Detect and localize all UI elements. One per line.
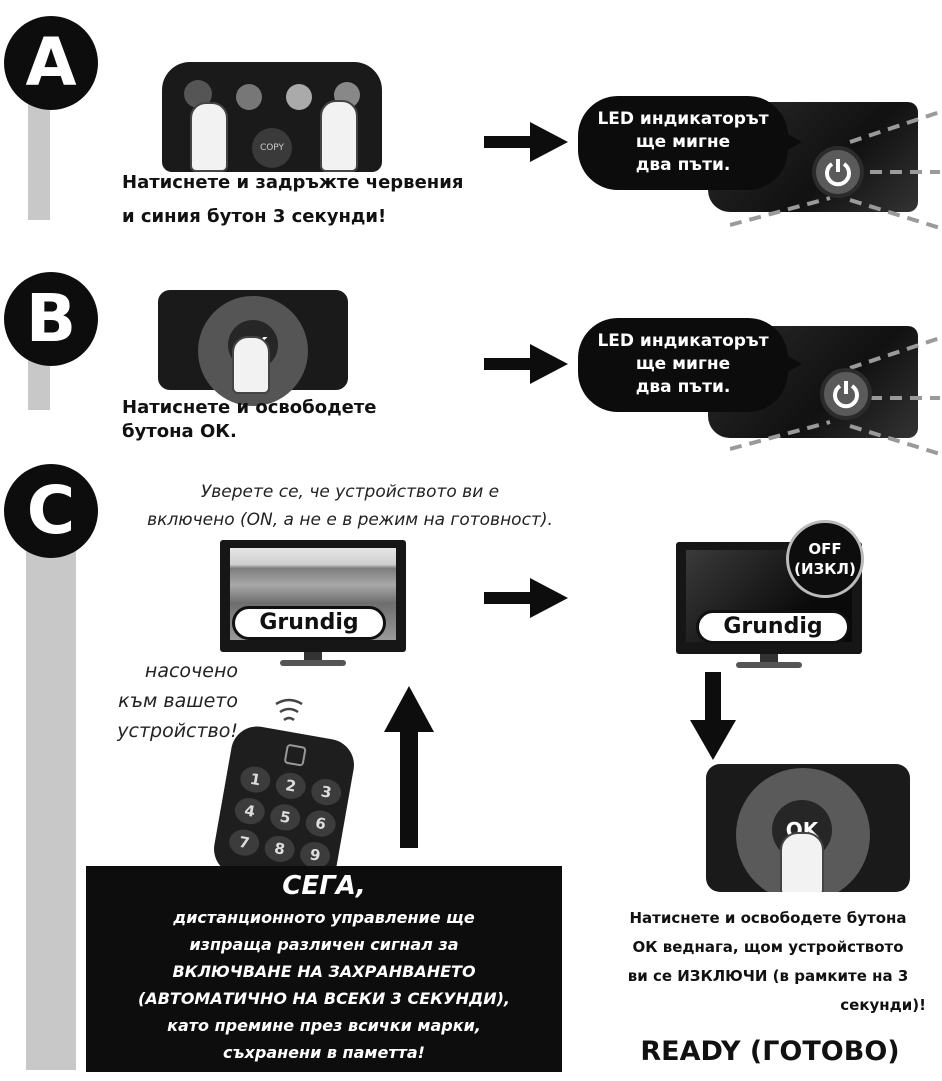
keypad-key: 3	[309, 776, 344, 808]
led-flash-lines	[730, 420, 831, 451]
step-c-circle: C	[4, 464, 98, 558]
final-line2: ОК веднага, щом устройството	[632, 938, 904, 956]
off-badge-line2: (ИЗКЛ)	[794, 560, 856, 578]
now-line6: съхранени в паметта!	[223, 1043, 425, 1062]
ready-label: READY (ГОТОВО)	[640, 1036, 900, 1067]
bubble-b-line2: ще мигне	[635, 354, 731, 374]
copy-button: COPY	[252, 128, 292, 168]
power-icon	[820, 368, 872, 420]
step-a-caption: Натиснете и задръжте червения и синия бу…	[122, 166, 542, 234]
green-button	[236, 84, 262, 110]
arrow-down-icon	[690, 672, 736, 760]
led-bubble-a: LED индикаторът ще мигне два пъти.	[578, 96, 802, 190]
tv-brand-label: Grundig	[232, 606, 386, 640]
now-line5: като премине през всички марки,	[167, 1016, 481, 1035]
step-c-note-line1: Уверете се, че устройството ви е	[200, 482, 500, 502]
step-b-circle: B	[4, 272, 98, 366]
step-b-caption: Натиснете и освободете бутона ОК.	[122, 396, 462, 444]
finger-icon	[232, 336, 270, 394]
ok-remote-image: OK	[158, 290, 348, 406]
step-a-caption-line2: и синия бутон 3 секунди!	[122, 206, 387, 227]
now-info-box: СЕГА, дистанционното управление ще изпра…	[86, 866, 562, 1072]
final-line1: Натиснете и освободете бутона	[629, 909, 907, 927]
bubble-a-line1: LED индикаторът	[597, 109, 769, 129]
finger-icon	[780, 832, 824, 892]
finger-icon	[190, 102, 228, 172]
now-line3: ВКЛЮЧВАНЕ НА ЗАХРАНВАНЕТО	[172, 962, 476, 981]
arrow-right-icon	[484, 344, 568, 384]
step-c-note-line2: включено (ON, а не е в режим на готовнос…	[147, 510, 553, 530]
pointing-note-line1: насочено	[144, 660, 238, 682]
now-line4: (АВТОМАТИЧНО НА ВСЕКИ 3 СЕКУНДИ),	[138, 989, 510, 1008]
final-instruction: Натиснете и освободете бутона ОК веднага…	[600, 904, 936, 1020]
pointing-note: насочено към вашето устройство!	[98, 656, 238, 746]
keypad-key: 2	[273, 770, 308, 802]
final-line4: секунди)!	[840, 996, 926, 1014]
off-badge: OFF (ИЗКЛ)	[786, 520, 864, 598]
bubble-b-line3: два пъти.	[635, 377, 731, 397]
led-flash-lines	[730, 196, 831, 227]
keypad: 1 2 3 4 5 6 7 8 9	[227, 764, 344, 871]
signal-waves-icon	[275, 698, 303, 722]
arrow-right-icon	[484, 122, 568, 162]
bubble-a-line3: два пъти.	[635, 155, 731, 175]
tv-on-image: Grundig	[220, 540, 406, 668]
step-a-caption-line1: Натиснете и задръжте червения	[122, 172, 464, 193]
finger-icon	[320, 100, 358, 172]
keypad-key: 6	[303, 808, 338, 840]
led-flash-lines	[849, 336, 940, 456]
now-title: СЕГА,	[282, 871, 366, 901]
final-line3: ви се ИЗКЛЮЧИ (в рамките на 3	[627, 967, 909, 985]
arrow-up-icon	[384, 686, 434, 848]
tv-brand-label: Grundig	[696, 610, 850, 644]
led-flash-lines	[849, 110, 940, 230]
keypad-key: 4	[232, 795, 267, 827]
remote-top-image: COPY	[162, 62, 382, 172]
step-a-circle: A	[4, 16, 98, 110]
led-bubble-b: LED индикаторът ще мигне два пъти.	[578, 318, 802, 412]
bubble-a-line2: ще мигне	[635, 132, 731, 152]
bubble-b-line1: LED индикаторът	[597, 331, 769, 351]
pointing-note-line3: устройство!	[117, 720, 238, 742]
keypad-key: 5	[268, 801, 303, 833]
keypad-key: 7	[227, 827, 262, 859]
keypad-key: 8	[262, 833, 297, 865]
pointing-note-line2: към вашето	[118, 690, 238, 712]
step-c-note: Уверете се, че устройството ви е включен…	[100, 478, 600, 534]
power-icon	[812, 146, 864, 198]
now-line2: изпраща различен сигнал за	[189, 935, 459, 954]
arrow-right-icon	[484, 578, 568, 618]
step-b-caption-line2: бутона ОК.	[122, 421, 237, 442]
remote-power-icon	[283, 743, 307, 767]
now-line1: дистанционното управление ще	[173, 908, 475, 927]
ok-remote-bottom-image: OK	[706, 764, 910, 892]
step-c-bar	[26, 530, 76, 1070]
off-badge-line1: OFF	[808, 540, 842, 558]
step-b-caption-line1: Натиснете и освободете	[122, 397, 377, 418]
yellow-button	[286, 84, 312, 110]
keypad-key: 1	[238, 764, 273, 796]
